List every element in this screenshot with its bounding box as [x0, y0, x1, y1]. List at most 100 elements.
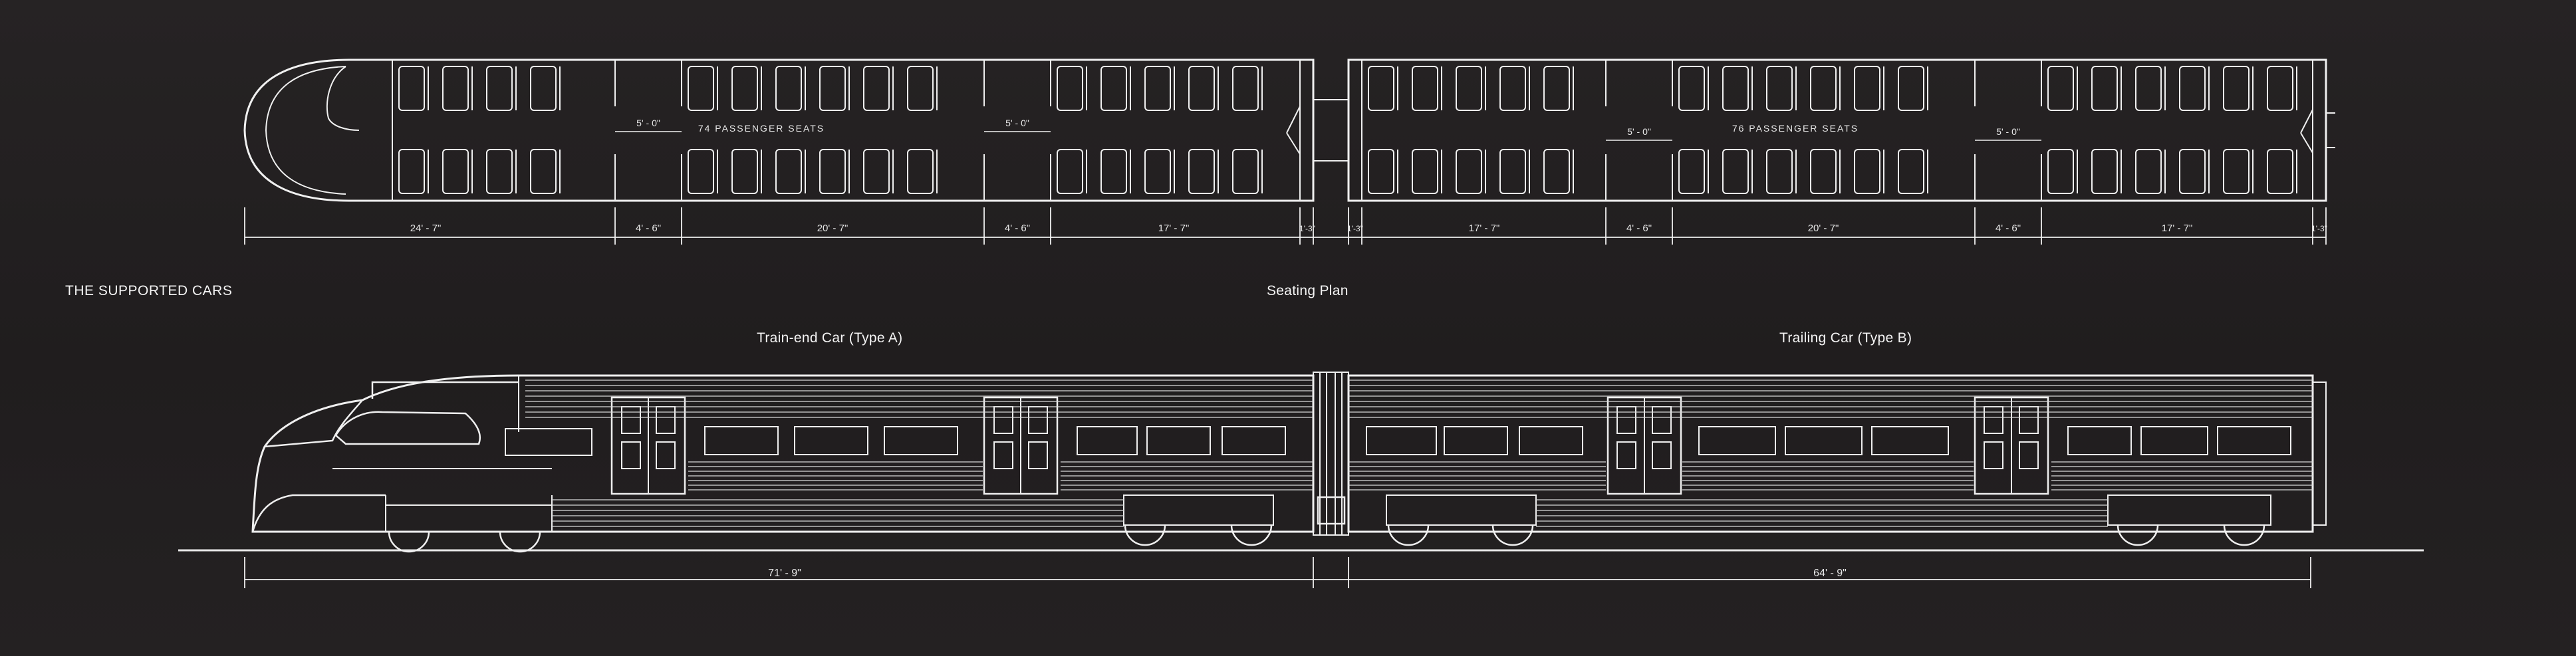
car-a-window [1222, 426, 1286, 455]
seat [2047, 149, 2074, 194]
seat [731, 66, 758, 111]
seat [1766, 66, 1793, 111]
seat [2135, 66, 2162, 111]
wheel [2223, 524, 2265, 546]
door-window [1984, 406, 2003, 434]
dim-label: 4' - 6" [1005, 223, 1030, 234]
car-b-title: Trailing Car (Type B) [1779, 330, 1912, 346]
wheel [1491, 524, 1534, 546]
seating-plan-title: Seating Plan [1267, 283, 1349, 298]
seat [530, 149, 557, 194]
car-b-end-cap [2312, 382, 2327, 526]
seat [1499, 66, 1526, 111]
seat [1057, 149, 1083, 194]
wheel [1230, 524, 1273, 546]
seat [1543, 149, 1570, 194]
body-fluting [525, 380, 2313, 527]
door-window [1028, 441, 1048, 469]
dim-label: 17' - 7" [1158, 223, 1190, 234]
dim-label: 17' - 7" [2162, 223, 2193, 234]
wheel [388, 531, 430, 553]
car-b-seats-label: 76 PASSENGER SEATS [1732, 123, 1859, 134]
dim-label: 24' - 7" [410, 223, 442, 234]
wheel [2117, 524, 2159, 546]
truck-skirt [1123, 494, 1274, 526]
seat [907, 149, 934, 194]
seat [398, 149, 425, 194]
seat [1810, 66, 1837, 111]
seat [1412, 149, 1438, 194]
seat [1412, 66, 1438, 111]
dim-label: 1'-3" [2311, 224, 2327, 233]
seat [398, 66, 425, 111]
plan-labels: 74 PASSENGER SEATS 76 PASSENGER SEATS 5'… [615, 118, 2041, 141]
seat [775, 149, 802, 194]
door-swing [1286, 132, 1301, 155]
seat [819, 149, 846, 194]
wheel [499, 531, 541, 553]
car-b-length-label: 64' - 9" [1813, 568, 1847, 579]
door-window [993, 441, 1013, 469]
dim-label: 17' - 7" [1469, 223, 1500, 234]
seat [442, 66, 469, 111]
vestibule-dim-label: 5' - 0" [636, 118, 660, 128]
seat [2223, 66, 2250, 111]
door-swing [2300, 109, 2313, 134]
dim-label: 4' - 6" [636, 223, 661, 234]
seat [1543, 66, 1570, 111]
seat-rows [398, 66, 2297, 194]
seat [1854, 149, 1880, 194]
car-a-length-label: 71' - 9" [768, 568, 801, 579]
dim-label: 1'-3" [1299, 224, 1315, 233]
truck-skirt [1386, 494, 1537, 526]
side-title: THE SUPPORTED CARS [65, 283, 233, 298]
car-a-window [704, 426, 779, 455]
cab-side-window [505, 428, 592, 456]
seat [1678, 149, 1705, 194]
seat [1854, 66, 1880, 111]
door-window [1984, 441, 2003, 469]
seat [775, 66, 802, 111]
seat [2223, 149, 2250, 194]
seat [1456, 66, 1482, 111]
door-swing [1286, 106, 1301, 134]
door-window [1028, 406, 1048, 434]
door-window [993, 406, 1013, 434]
door-window [621, 441, 641, 469]
seat [1898, 66, 1924, 111]
seat [2091, 66, 2118, 111]
seat [2267, 149, 2293, 194]
seat [1766, 149, 1793, 194]
plan-dimension-labels: 24' - 7" 4' - 6" 20' - 7" 4' - 6" 17' - … [410, 223, 2327, 234]
seat [819, 66, 846, 111]
car-a-elevation [251, 374, 1315, 553]
seat [486, 66, 513, 111]
door-window [621, 406, 641, 434]
car-b-body-outline [1347, 374, 2314, 533]
seat [688, 66, 714, 111]
car-a-plan-outline [243, 58, 1315, 202]
seat [2267, 66, 2293, 111]
door-window [2019, 406, 2039, 434]
vestibule-dim-label: 5' - 0" [1005, 118, 1029, 128]
seat [907, 66, 934, 111]
seat [1144, 66, 1171, 111]
car-b-window [1519, 426, 1583, 455]
door-window [1652, 406, 1672, 434]
door-window [656, 441, 676, 469]
car-b-window [1785, 426, 1863, 455]
gangway-elevation [1313, 372, 1349, 536]
dim-label: 4' - 6" [1996, 223, 2021, 234]
car-b-elevation [1347, 374, 2327, 546]
seat [688, 149, 714, 194]
seat [486, 149, 513, 194]
car-b-window [2217, 426, 2291, 455]
door-window [1616, 441, 1636, 469]
seat [1100, 66, 1127, 111]
seat [1499, 149, 1526, 194]
seat [1232, 66, 1259, 111]
seat [863, 66, 890, 111]
seat [442, 149, 469, 194]
skirt-front [251, 494, 386, 532]
